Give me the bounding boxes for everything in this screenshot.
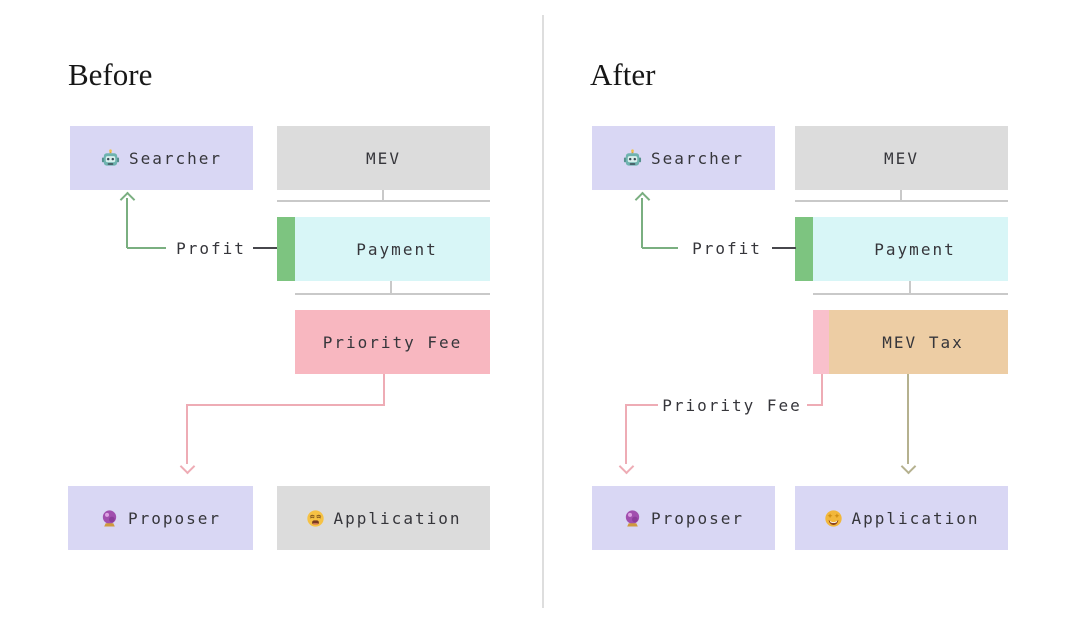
after-mev-tax-label: MEV Tax: [882, 332, 964, 352]
robot-icon: [101, 148, 120, 166]
before-mev-connector-bar: [277, 200, 490, 202]
before-payment-label: Payment: [356, 239, 438, 259]
after-profit-arrow-line: [641, 198, 643, 248]
after-mev-box: MEV: [795, 126, 1008, 190]
after-priority-fee-strip: [813, 310, 829, 374]
crystal-ball-icon: [625, 509, 640, 526]
robot-icon: [623, 148, 642, 166]
before-searcher-label: Searcher: [128, 148, 223, 168]
after-searcher-box: Searcher: [592, 126, 775, 190]
before-payment-connector-bar: [295, 293, 490, 295]
before-proposer-box: Proposer: [68, 486, 253, 550]
before-priority-fee-label: Priority Fee: [322, 332, 463, 352]
after-fee-arrow-left-link: [625, 404, 658, 406]
before-profit-arrow-line: [126, 198, 128, 248]
before-payment-connector-stub: [390, 281, 392, 294]
panel-divider: [542, 15, 544, 608]
after-payment-connector-bar: [813, 293, 1008, 295]
before-payment-box: Payment: [277, 217, 490, 281]
after-application-label: Application: [851, 508, 980, 528]
after-profit-dash: [772, 247, 796, 249]
after-payment-box: Payment: [795, 217, 1008, 281]
crystal-ball-icon: [102, 509, 117, 526]
before-profit-label: Profit: [176, 239, 246, 258]
before-application-label: Application: [333, 508, 462, 528]
after-fee-arrow-right-link: [807, 404, 823, 406]
before-mev-label: MEV: [366, 148, 401, 168]
after-fee-arrow-down: [625, 404, 627, 464]
after-profit-arrow-elbow: [642, 247, 678, 249]
before-fee-arrow-drop: [383, 374, 385, 406]
after-tax-arrow-line: [907, 374, 909, 464]
after-payment-label: Payment: [874, 239, 956, 259]
after-priority-fee-label: Priority Fee: [662, 396, 802, 415]
before-fee-arrow-down: [186, 404, 188, 464]
before-application-box: Application: [277, 486, 490, 550]
after-application-box: Application: [795, 486, 1008, 550]
after-mev-connector-bar: [795, 200, 1008, 202]
before-mev-connector-stub: [382, 190, 384, 201]
before-proposer-label: Proposer: [127, 508, 222, 528]
before-searcher-box: Searcher: [70, 126, 253, 190]
before-title: Before: [68, 57, 153, 92]
after-mev-connector-stub: [900, 190, 902, 201]
after-fee-arrowhead-icon: [618, 458, 635, 475]
after-fee-arrow-drop: [821, 374, 823, 406]
before-priority-fee-box: Priority Fee: [295, 310, 490, 374]
weary-face-icon: [306, 509, 324, 527]
after-tax-arrowhead-icon: [900, 458, 917, 475]
before-profit-dash: [253, 247, 277, 249]
before-fee-arrowhead-icon: [179, 458, 196, 475]
after-mev-label: MEV: [884, 148, 919, 168]
after-proposer-label: Proposer: [650, 508, 745, 528]
before-profit-strip: [277, 217, 295, 281]
after-profit-strip: [795, 217, 813, 281]
after-proposer-box: Proposer: [592, 486, 775, 550]
after-searcher-label: Searcher: [650, 148, 745, 168]
after-profit-label: Profit: [692, 239, 762, 258]
before-profit-arrow-elbow: [127, 247, 166, 249]
before-mev-box: MEV: [277, 126, 490, 190]
star-struck-icon: [824, 509, 842, 527]
after-payment-connector-stub: [909, 281, 911, 294]
after-title: After: [590, 57, 656, 92]
before-fee-arrow-across: [186, 404, 385, 406]
after-mev-tax-box: MEV Tax: [813, 310, 1008, 374]
